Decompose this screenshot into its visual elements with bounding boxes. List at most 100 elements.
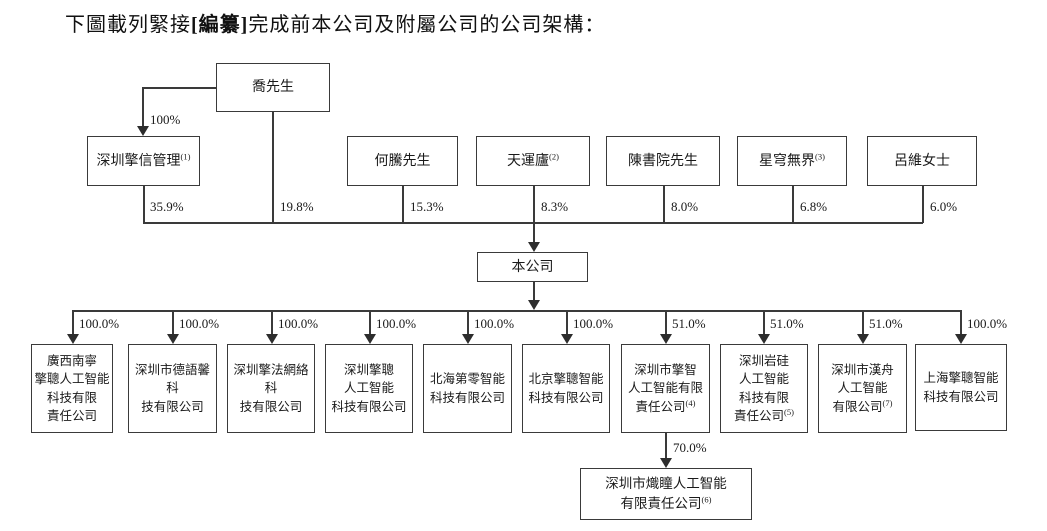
node-subsidiary-qingfa-label: 深圳擎法網絡科 技有限公司 [233, 363, 309, 414]
node-subsidiary-shanghai-qingcong: 上海擎聰智能 科技有限公司 [915, 344, 1007, 431]
connector-bus-to-company [533, 222, 535, 244]
connector-root-to-management-v [142, 87, 144, 127]
arrowhead-down-icon [166, 334, 179, 344]
arrowhead-down-icon [659, 334, 672, 344]
node-subsidiary-shenzhen-qingcong: 深圳擎聰 人工智能 科技有限公司 [325, 344, 413, 433]
ownership-label-lvwei: 6.0% [930, 199, 958, 214]
node-sub-subsidiary-chitong-text: 深圳市熾瞳人工智能 有限責任公司(6) [605, 474, 727, 515]
node-root-qiao: 喬先生 [216, 63, 330, 112]
connector-lvwei-drop [922, 186, 924, 223]
node-subsidiary-beihai-diling: 北海第零智能 科技有限公司 [423, 344, 512, 433]
arrowhead-down-icon [659, 458, 672, 468]
node-subsidiary-deyuxin: 深圳市德語馨科 技有限公司 [128, 344, 217, 433]
node-subsidiary-guangxi-nanning: 廣西南寧 擎聰人工智能 科技有限 責任公司 [31, 344, 113, 433]
node-shareholder-lvwei-label: 呂維女士 [894, 153, 950, 169]
node-shareholder-tianyunlu-label: 天運廬 [507, 153, 550, 169]
arrowhead-down-icon [66, 334, 79, 344]
footnote-sup-2: (2) [549, 150, 559, 161]
arrowhead-down-icon [954, 334, 967, 344]
node-shareholder-xingqiongwujie-text: 星穹無界(3) [759, 151, 825, 172]
node-subsidiary-beihai-diling-label: 北海第零智能 科技有限公司 [429, 372, 505, 405]
connector-sub4-drop [369, 310, 371, 336]
connector-management-drop [143, 185, 145, 223]
connector-heteng-drop [402, 186, 404, 223]
arrowhead-down-icon [265, 334, 278, 344]
connector-bus-subsidiaries [71, 310, 961, 312]
node-shareholder-heteng: 何騰先生 [347, 136, 458, 186]
node-subsidiary-yangui: 深圳岩硅 人工智能 科技有限 責任公司(5) [720, 344, 808, 433]
ownership-label-sub3: 100.0% [278, 316, 319, 331]
connector-sub3-drop [271, 310, 273, 336]
ownership-label-chenshuyuan: 8.0% [671, 199, 699, 214]
arrowhead-down-icon [757, 334, 770, 344]
node-sub-subsidiary-chitong-label: 深圳市熾瞳人工智能 有限責任公司 [605, 475, 727, 511]
node-subsidiary-hanzhou-text: 深圳市漢舟 人工智能 有限公司(7) [831, 361, 894, 415]
node-subsidiary-qingzhi-text: 深圳市擎智 人工智能有限 責任公司(4) [628, 361, 703, 415]
ownership-label-sub4: 100.0% [376, 316, 417, 331]
ownership-label-tianyunlu: 8.3% [541, 199, 569, 214]
node-subsidiary-shenzhen-qingcong-label: 深圳擎聰 人工智能 科技有限公司 [331, 363, 407, 414]
node-sub-subsidiary-chitong: 深圳市熾瞳人工智能 有限責任公司(6) [580, 468, 752, 520]
node-subsidiary-guangxi-nanning-label: 廣西南寧 擎聰人工智能 科技有限 責任公司 [34, 354, 110, 423]
title-suffix: 完成前本公司及附屬公司的公司架構： [248, 14, 606, 36]
ownership-label-sub7: 51.0% [672, 316, 706, 331]
footnote-sup-7: (7) [882, 397, 893, 408]
connector-company-to-bus [533, 282, 535, 302]
node-shareholder-tianyunlu-text: 天運廬(2) [507, 151, 559, 172]
connector-root-drop [272, 112, 274, 223]
arrowhead-down-icon [527, 242, 540, 252]
node-shareholder-tianyunlu: 天運廬(2) [476, 136, 590, 186]
ownership-label-sub2: 100.0% [179, 316, 220, 331]
node-subsidiary-beijing-qingcong: 北京擎聰智能 科技有限公司 [522, 344, 610, 433]
ownership-label-sub6: 100.0% [573, 316, 614, 331]
footnote-sup-5: (5) [784, 406, 794, 417]
node-subsidiary-hanzhou: 深圳市漢舟 人工智能 有限公司(7) [818, 344, 907, 433]
node-management-label: 深圳擎信管理 [96, 153, 181, 169]
footnote-sup-1: (1) [180, 150, 191, 161]
arrowhead-down-icon [856, 334, 869, 344]
arrowhead-down-icon [527, 300, 540, 310]
ownership-label-management: 35.9% [150, 199, 184, 214]
connector-sub7-drop [665, 310, 667, 336]
node-company-label: 本公司 [511, 259, 554, 275]
arrowhead-down-icon [136, 126, 149, 136]
ownership-label-heteng: 15.3% [410, 199, 444, 214]
node-subsidiary-qingzhi: 深圳市擎智 人工智能有限 責任公司(4) [621, 344, 710, 433]
ownership-label-sub10: 100.0% [967, 316, 1008, 331]
footnote-sup-6: (6) [701, 494, 712, 505]
node-subsidiary-yangui-text: 深圳岩硅 人工智能 科技有限 責任公司(5) [734, 352, 794, 425]
arrowhead-down-icon [560, 334, 573, 344]
connector-sub1-drop [72, 310, 74, 336]
node-shareholder-heteng-label: 何騰先生 [374, 153, 431, 169]
node-company: 本公司 [477, 252, 588, 282]
arrowhead-down-icon [363, 334, 376, 344]
node-shareholder-chenshuyuan: 陳書院先生 [606, 136, 720, 186]
node-subsidiary-beijing-qingcong-label: 北京擎聰智能 科技有限公司 [528, 372, 604, 405]
title-prefix: 下圖載列緊接 [65, 14, 191, 36]
footnote-sup-3: (3) [815, 150, 825, 161]
ownership-label-sub5: 100.0% [474, 316, 515, 331]
node-subsidiary-shanghai-qingcong-label: 上海擎聰智能 科技有限公司 [923, 371, 999, 404]
node-shareholder-chenshuyuan-label: 陳書院先生 [628, 153, 698, 169]
node-shareholder-xingqiongwujie-label: 星穹無界 [759, 153, 816, 169]
node-subsidiary-qingzhi-label: 深圳市擎智 人工智能有限 責任公司 [627, 363, 703, 414]
arrowhead-down-icon [461, 334, 474, 344]
connector-tianyunlu-drop [533, 186, 535, 223]
page-title: 下圖載列緊接[編纂]完成前本公司及附屬公司的公司架構： [65, 8, 605, 37]
connector-sub8-drop [763, 310, 765, 336]
connector-qingzhi-to-chitong [665, 433, 667, 458]
node-subsidiary-qingfa: 深圳擎法網絡科 技有限公司 [227, 344, 315, 433]
node-management-text: 深圳擎信管理(1) [97, 151, 191, 172]
ownership-label-sub1: 100.0% [79, 316, 120, 331]
ownership-label-sub9: 51.0% [869, 316, 903, 331]
node-management: 深圳擎信管理(1) [87, 136, 200, 186]
title-bracketed-term: [編纂] [191, 14, 249, 36]
ownership-label-chitong: 70.0% [673, 440, 707, 455]
ownership-label-xingqiongwujie: 6.8% [800, 199, 828, 214]
connector-sub2-drop [172, 310, 174, 336]
connector-chenshuyuan-drop [663, 186, 665, 223]
connector-sub9-drop [862, 310, 864, 336]
connector-root-to-management-h [142, 87, 216, 89]
footnote-sup-4: (4) [685, 397, 696, 408]
